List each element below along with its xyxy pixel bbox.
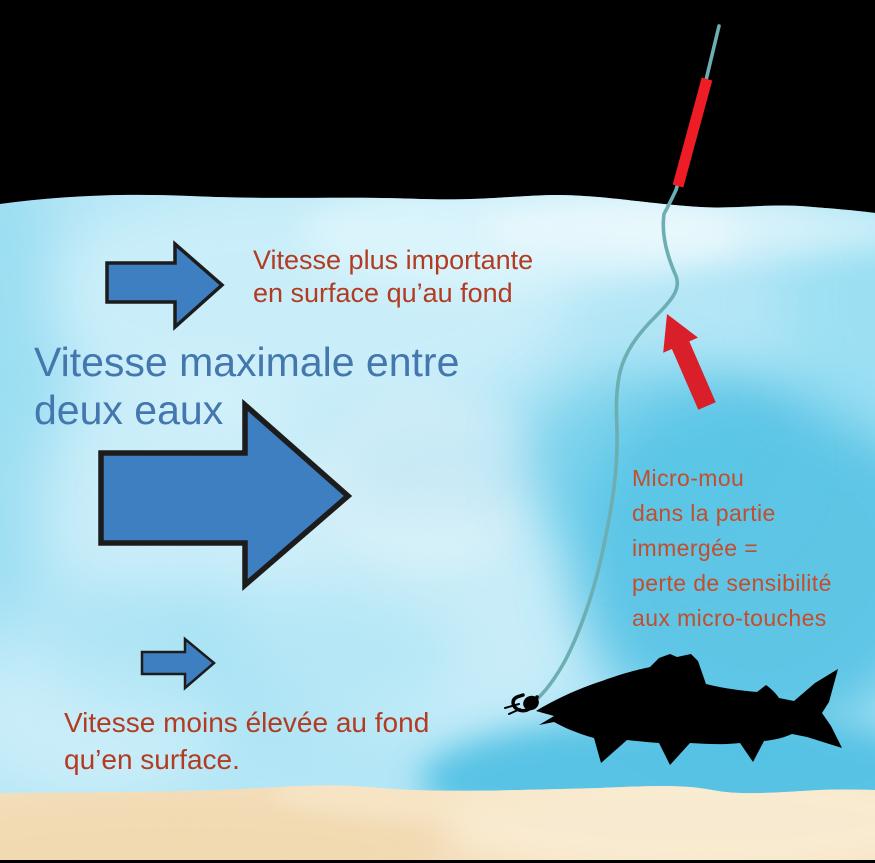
hook-fly-icon — [504, 693, 539, 715]
water-texture-blob — [40, 585, 460, 725]
water-body — [0, 194, 875, 863]
current-arrow-medium — [105, 240, 225, 331]
sand-texture-blob — [270, 785, 590, 820]
fish-silhouette — [536, 654, 842, 765]
sand-texture-blob — [0, 800, 440, 863]
bottom-border — [0, 860, 875, 863]
float-quiver-tip-icon — [672, 77, 713, 188]
water-texture-blob — [0, 194, 60, 620]
sand-riverbed — [0, 785, 875, 863]
tension-arrow-icon — [663, 314, 716, 410]
water-texture-blob — [480, 196, 875, 260]
fishing-line — [536, 24, 721, 700]
water-texture-blob — [520, 370, 780, 550]
current-arrow-large — [98, 398, 353, 592]
current-arrow-small — [140, 636, 216, 691]
